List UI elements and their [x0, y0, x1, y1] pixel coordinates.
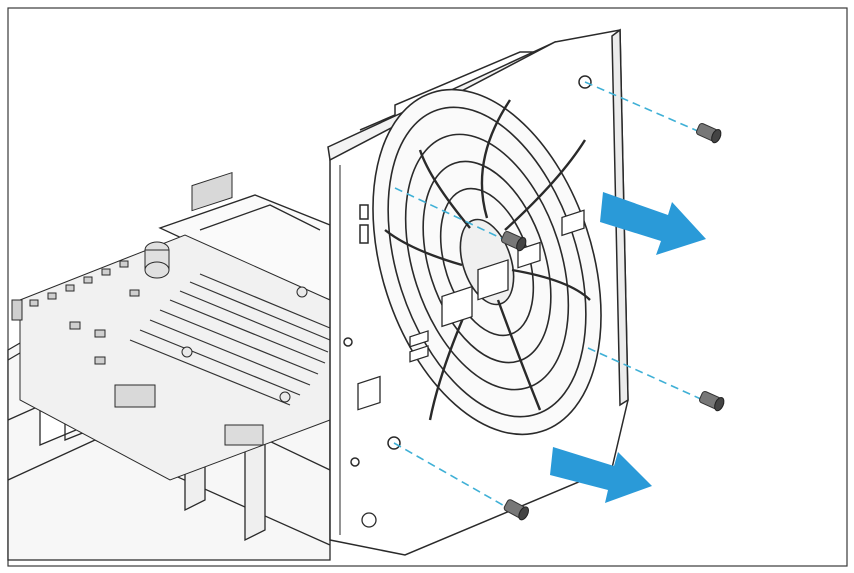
screw-center-left	[501, 230, 527, 252]
screw-top-right	[696, 122, 722, 144]
screw-lower-right	[699, 390, 725, 412]
removal-arrow-upper	[600, 192, 706, 255]
rj45-port	[441, 285, 473, 328]
hdmi-port	[561, 209, 585, 237]
usb-port	[409, 345, 429, 363]
rj45-port	[477, 259, 509, 301]
removal-arrow-lower	[550, 447, 652, 503]
screw-bottom-center	[503, 499, 529, 521]
screw-guide-lines	[393, 81, 704, 509]
power-jack	[357, 375, 381, 411]
usb-port	[409, 330, 429, 348]
